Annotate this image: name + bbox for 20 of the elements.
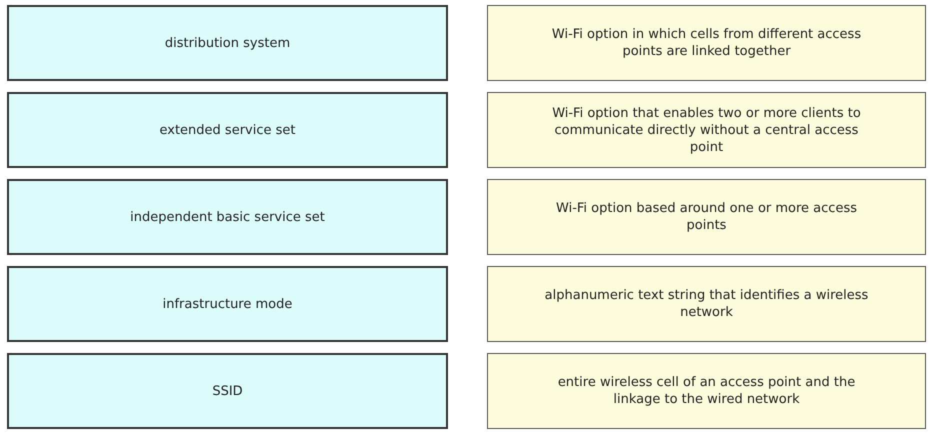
term-text: SSID	[212, 382, 243, 400]
definition-text: Wi-Fi option in which cells from different access points are linked together	[550, 26, 862, 60]
definition-card	[487, 92, 926, 168]
definition-text: Wi-Fi option that enables two or more clients to communicate directly without a central access point	[551, 104, 862, 156]
definition-card	[487, 266, 926, 342]
definition-text: entire wireless cell of an access point and the linkage to the wired network	[556, 374, 856, 408]
term-text: extended service set	[160, 122, 296, 138]
term-text: independent basic service set	[130, 208, 325, 226]
term-text: infrastructure mode	[162, 296, 292, 312]
term-card	[7, 179, 448, 255]
term-card	[7, 266, 448, 342]
term-card	[7, 92, 448, 168]
definition-card	[487, 353, 926, 429]
term-card	[7, 353, 448, 429]
definition-card	[487, 5, 926, 81]
definition-text: alphanumeric text string that identifies a wireless network	[544, 287, 870, 321]
definition-card	[487, 179, 926, 255]
definition-text: Wi-Fi option based around one or more access points	[555, 200, 858, 234]
term-card	[7, 5, 448, 81]
term-text: distribution system	[164, 34, 290, 52]
